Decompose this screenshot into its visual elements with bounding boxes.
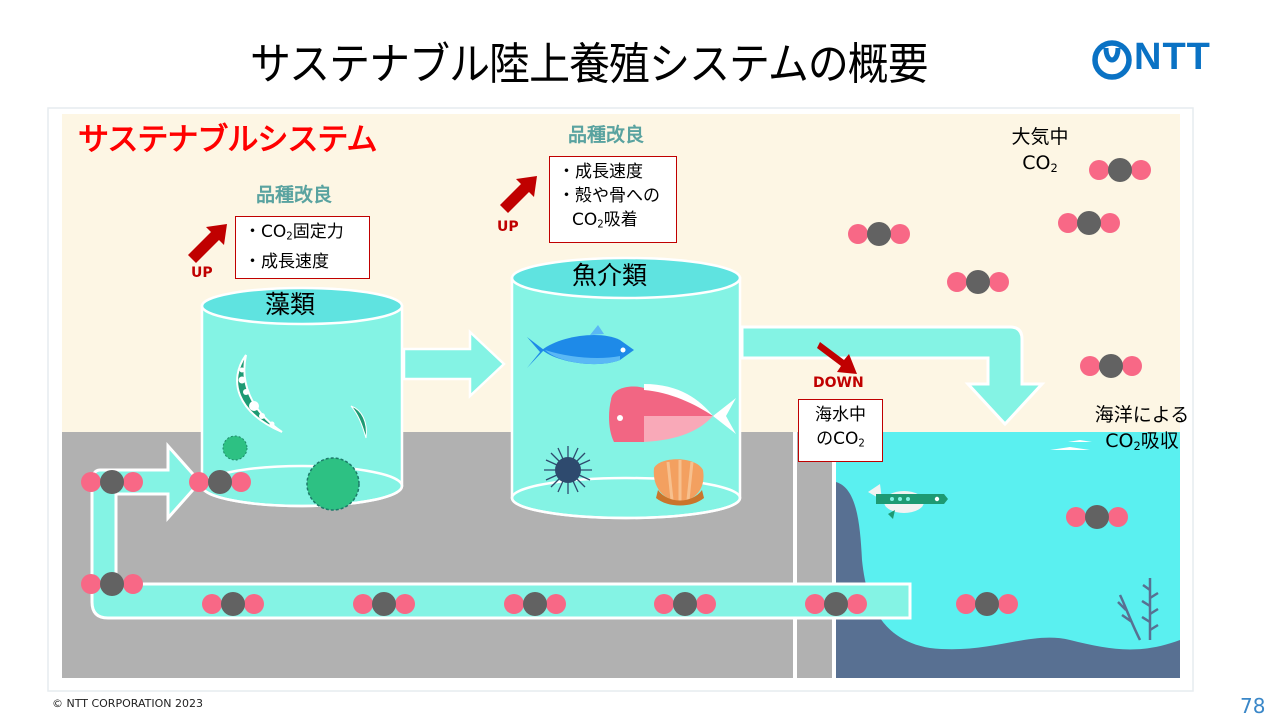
algae-trait-2: ・成長速度 <box>244 251 329 272</box>
flow-arrow-algae-to-seafood <box>402 329 506 399</box>
seafood-tank <box>510 256 742 520</box>
atmosphere-line-1: 大気中 <box>1011 126 1069 148</box>
ocean-line-2: CO2吸収 <box>1105 430 1179 453</box>
outflow-pipe <box>740 325 1046 427</box>
algae-spore-icon <box>222 435 248 461</box>
co2-molecule-icon <box>1080 354 1142 378</box>
seafood-up-label: UP <box>497 219 519 235</box>
atmosphere-co2-label: 大気中 CO2 <box>998 124 1082 181</box>
co2-molecule-icon <box>202 592 264 616</box>
co2-molecule-icon <box>956 592 1018 616</box>
algae-improvement-label: 品種改良 <box>256 184 333 206</box>
co2-molecule-icon <box>654 592 716 616</box>
co2-molecule-icon <box>81 572 143 596</box>
up-arrow-seafood-icon <box>500 176 537 213</box>
algae-up-label: UP <box>191 265 213 281</box>
co2-molecule-icon <box>81 470 143 494</box>
sea-urchin-icon <box>544 446 592 494</box>
copyright: © NTT CORPORATION 2023 <box>52 697 203 710</box>
seafood-traits-box: ・成長速度 ・殻や骨への CO2吸着 <box>549 156 677 243</box>
up-arrow-algae-icon <box>188 224 227 263</box>
co2-molecule-icon <box>1066 505 1128 529</box>
algae-tank-label: 藻類 <box>265 290 316 319</box>
co2-molecule-icon <box>947 270 1009 294</box>
algae-colony-icon <box>306 457 360 511</box>
seafood-trait-2: ・殻や骨への <box>558 186 660 206</box>
co2-molecule-icon <box>848 222 910 246</box>
red-fish-icon <box>609 384 736 442</box>
co2-molecule-icon <box>1089 158 1151 182</box>
algae-cell-small-icon <box>350 405 367 439</box>
co2-molecules <box>81 158 1151 616</box>
wave-icon <box>1050 440 1092 450</box>
seaweed-icon <box>1117 578 1159 641</box>
seabed <box>836 482 1180 678</box>
seawater-line-2: のCO2 <box>816 429 865 450</box>
ntt-logo-text: NTT <box>1134 36 1211 78</box>
seawater-line-1: 海水中 <box>815 405 866 425</box>
ocean-line-1: 海洋による <box>1094 404 1190 426</box>
co2-molecule-icon <box>805 592 867 616</box>
pufferfish-icon <box>868 484 948 519</box>
page-title: サステナブル陸上養殖システムの概要 <box>250 39 929 90</box>
co2-molecule-icon <box>1058 211 1120 235</box>
seawater-down-label: DOWN <box>813 375 864 391</box>
down-arrow-seawater-icon <box>817 342 857 374</box>
algae-tank <box>200 286 404 511</box>
algae-trait-1: ・CO2固定力 <box>244 222 344 243</box>
blue-fish-icon <box>527 325 634 368</box>
atmosphere-line-2: CO2 <box>1022 152 1058 175</box>
system-label: サステナブルシステム <box>78 122 377 158</box>
seafood-trait-3: CO2吸着 <box>572 210 638 231</box>
co2-molecule-icon <box>504 592 566 616</box>
ground-strip <box>797 432 832 678</box>
page-number: 78 <box>1240 694 1266 718</box>
scallop-icon <box>653 459 704 506</box>
ntt-logo-icon <box>1092 40 1132 80</box>
algae-cell-icon <box>236 354 283 433</box>
seawater-co2-box: 海水中 のCO2 <box>798 399 883 462</box>
ocean-absorption-label: 海洋による CO2吸収 <box>1082 402 1202 459</box>
co2-molecule-icon <box>353 592 415 616</box>
co2-molecule-icon <box>189 470 251 494</box>
seafood-trait-1: ・成長速度 <box>558 162 643 182</box>
seafood-tank-label: 魚介類 <box>572 261 648 290</box>
seafood-improvement-label: 品種改良 <box>568 124 645 146</box>
algae-traits-box: ・CO2固定力 ・成長速度 <box>235 216 370 279</box>
